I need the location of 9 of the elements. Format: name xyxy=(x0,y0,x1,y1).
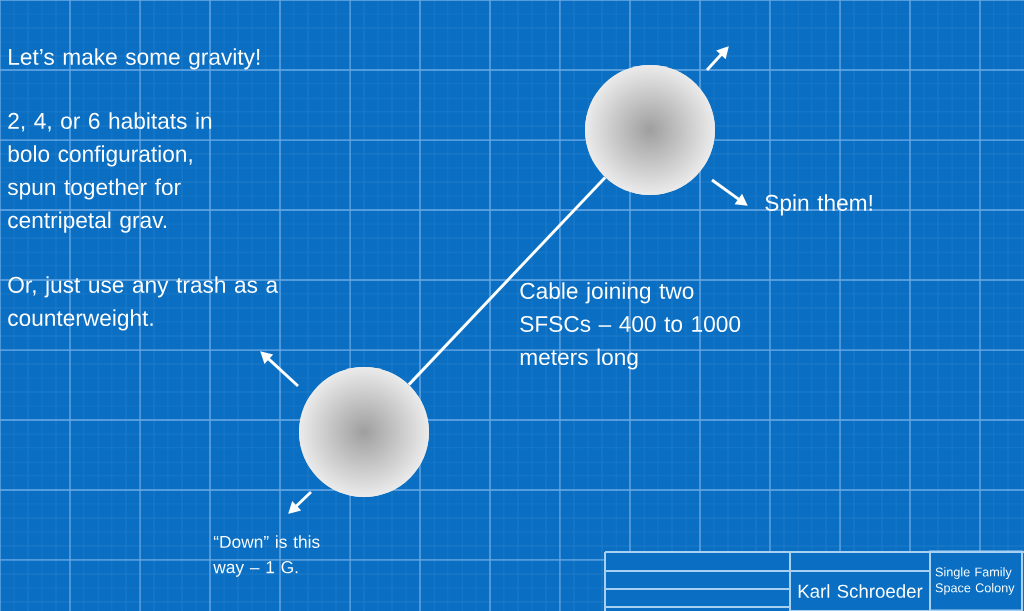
cable xyxy=(407,176,607,386)
callout-text: “Down” is this way – 1 G. xyxy=(213,535,320,577)
title-block-cell: Karl Schroeder xyxy=(789,570,931,611)
callout-text: Spin them! xyxy=(765,194,872,216)
body-text: Or, just use any trash as a counterweight. xyxy=(8,276,279,331)
callout-text: Cable joining two SFSCs – 400 to 1000 meters long xyxy=(520,282,741,370)
title-block-cell: Single Family Space Colony xyxy=(929,550,1023,611)
heading-text: Let’s make some gravity! xyxy=(9,48,260,70)
body-text: 2, 4, or 6 habitats in bolo configuration, spun together for centripetal grav. xyxy=(7,112,212,233)
